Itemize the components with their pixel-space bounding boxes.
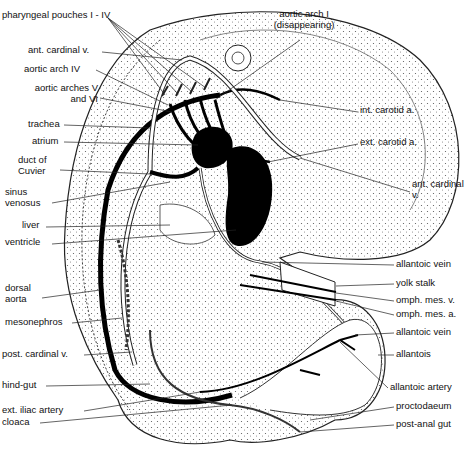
part-label: post-anal gut	[396, 418, 451, 429]
allantoic-vein-lumen	[200, 168, 355, 335]
part-label: omph. mes. a.	[396, 308, 456, 319]
embryo-body	[64, 12, 458, 444]
dorsal-aorta	[101, 95, 232, 402]
part-label: hind-gut	[2, 379, 36, 390]
ventricle	[226, 146, 273, 246]
part-label: trachea	[28, 118, 60, 129]
part-label: ant. cardinal v.	[28, 44, 89, 55]
otic-vesicle	[225, 45, 251, 71]
liver	[160, 204, 215, 244]
atrium	[192, 127, 233, 168]
part-label: int. carotid a.	[360, 104, 414, 115]
part-label: post. cardinal v.	[2, 348, 68, 359]
sinus-venosus	[150, 168, 198, 177]
part-label: ext. carotid a.	[360, 136, 417, 147]
leader-lines	[40, 18, 410, 432]
allantoic-artery	[200, 335, 358, 392]
part-label: ventricle	[5, 236, 40, 247]
part-label: aortic arch IV	[24, 63, 80, 74]
part-label: ant. cardinal v.	[412, 178, 468, 200]
part-label: omph. mes. v.	[396, 294, 455, 305]
part-label: cloaca	[2, 416, 29, 427]
part-label: mesonephros	[5, 316, 63, 327]
part-label: allantoic vein	[396, 258, 451, 269]
part-label: aortic arches V and VI	[32, 82, 98, 104]
omphalomesenteric-vessels	[240, 275, 336, 300]
part-label: proctodaeum	[396, 400, 451, 411]
part-label: dorsal aorta	[5, 282, 41, 304]
part-label: pharyngeal pouches I - IV	[2, 9, 110, 20]
allantois	[240, 319, 381, 415]
part-label: duct of Cuvier	[18, 154, 60, 176]
part-label: aortic arch I (disappearing)	[262, 8, 346, 30]
part-label: yolk stalk	[396, 277, 435, 288]
part-label: allantois	[396, 348, 431, 359]
part-label: allantoic vein	[396, 326, 451, 337]
part-label: ext. iliac artery	[2, 404, 63, 415]
part-label: allantoic artery	[390, 381, 452, 392]
part-label: sinus venosus	[5, 186, 49, 208]
otic-vesicle-inner	[232, 52, 244, 64]
part-label: liver	[22, 219, 39, 230]
part-label: atrium	[32, 135, 58, 146]
mesonephros	[118, 240, 128, 350]
allantoic-vein	[200, 168, 355, 335]
